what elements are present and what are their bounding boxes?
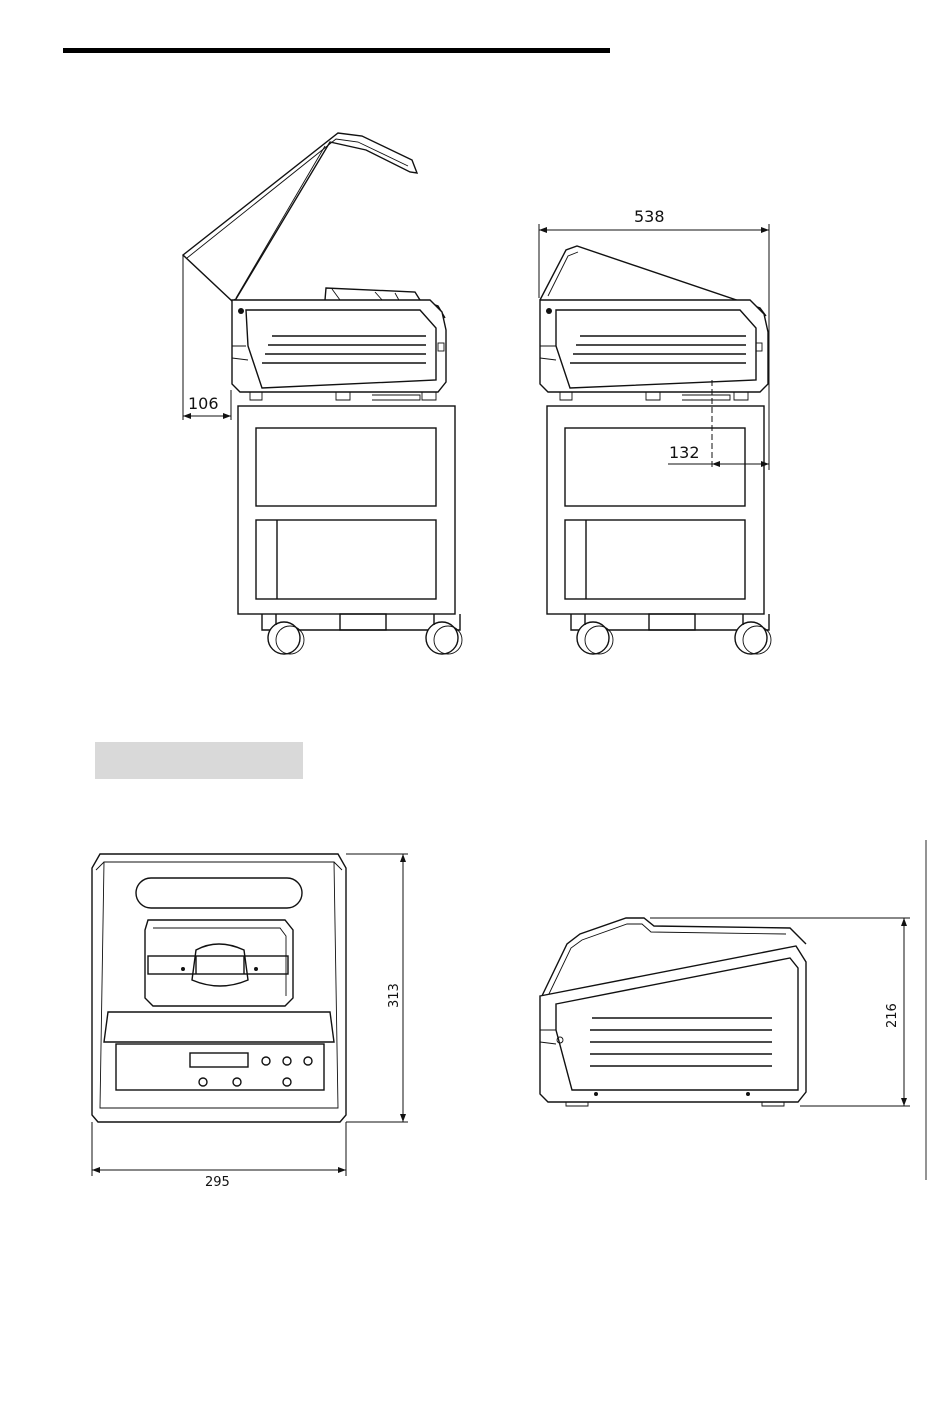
right-cart-wheels	[577, 614, 771, 654]
printer-side-view: 216	[540, 918, 910, 1106]
dimension-label-538: 538	[634, 207, 665, 226]
lcd-display	[190, 1053, 248, 1067]
dimension-label-106: 106	[188, 394, 219, 413]
dimension-label-216: 216	[885, 1003, 900, 1028]
dimension-label-313: 313	[387, 983, 402, 1008]
dimension-label-295: 295	[205, 1175, 230, 1190]
dimension-132: 132	[668, 380, 769, 470]
dimension-label-132: 132	[669, 443, 700, 462]
header-rule	[63, 48, 610, 53]
left-cart-wheels	[268, 614, 462, 654]
cart-printer-open-lid-view: 106	[183, 133, 462, 654]
dimension-295: 295	[92, 1122, 346, 1190]
cart-printer-closed-view: 538 132	[539, 207, 771, 654]
dimension-313: 313	[346, 854, 408, 1122]
printer-front-view: 313 295	[92, 854, 408, 1190]
control-buttons	[199, 1057, 312, 1086]
dimension-106: 106	[183, 255, 231, 420]
section-label-box	[95, 742, 303, 779]
paper-roll-holder	[148, 944, 288, 986]
